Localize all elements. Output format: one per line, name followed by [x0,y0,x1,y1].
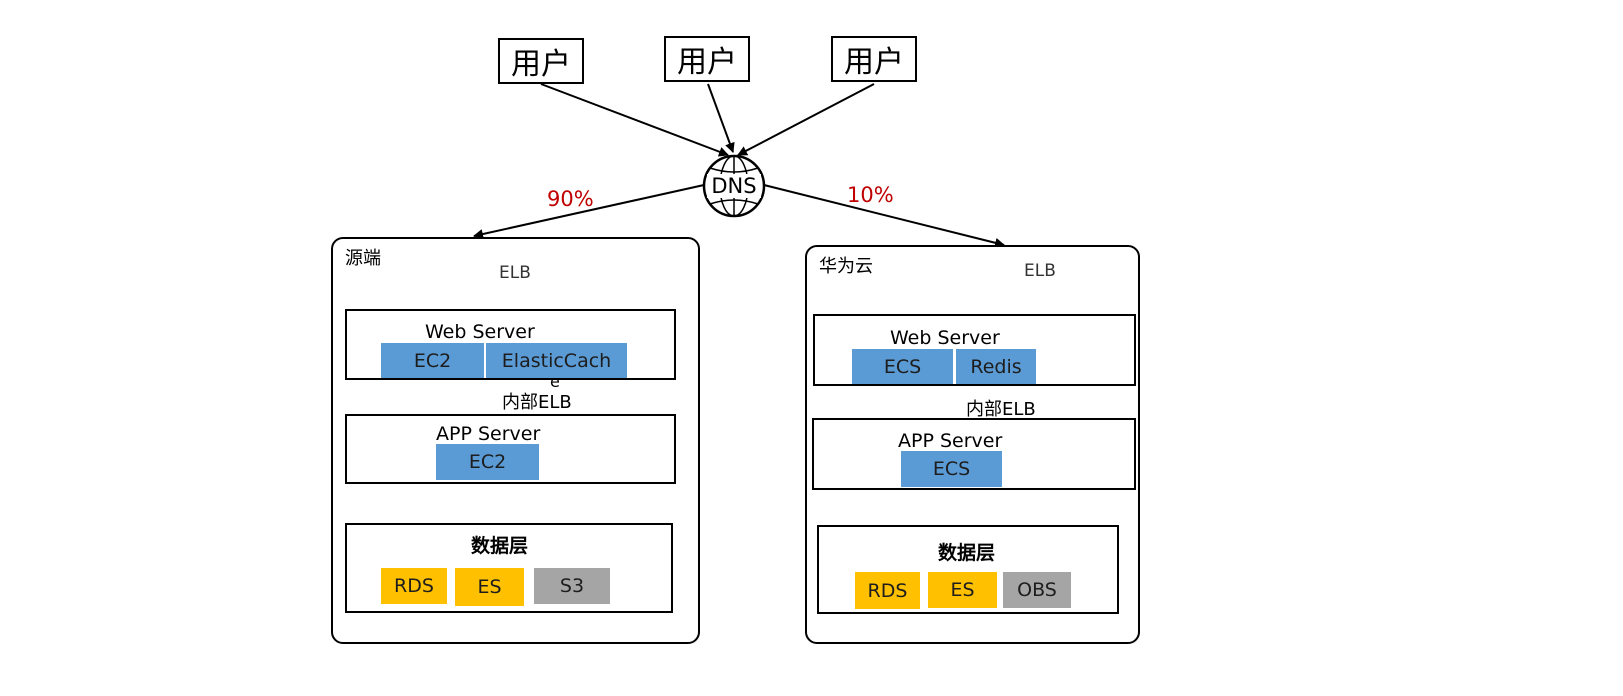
dns-label: DNS [711,174,757,198]
source-internal-elb-label: 内部ELB [502,392,572,413]
huawei-app-title: APP Server [898,430,1003,452]
source-data-es: ES [455,568,524,606]
source-data-rds: RDS [381,568,447,604]
user-node-2: 用户 [664,36,750,82]
huawei-web-redis: Redis [956,349,1036,384]
source-app-ec2: EC2 [436,444,539,480]
source-web-elasticcache-wrap: e [550,372,560,391]
source-app-title: APP Server [436,423,541,445]
huawei-data-title: 数据层 [938,542,996,564]
edge-dns-huawei [763,184,1005,248]
huawei-internal-elb-label: 内部ELB [966,399,1036,420]
edge-user3-dns [737,83,875,156]
huawei-data-es: ES [928,572,997,608]
source-web-ec2: EC2 [381,343,484,378]
huawei-data-rds: RDS [855,572,920,609]
huawei-elb-label: ELB [1024,261,1056,281]
edge-user2-dns [707,83,735,153]
huawei-web-title: Web Server [890,327,1000,349]
traffic-split-right: 10% [847,183,894,207]
source-region-label: 源端 [345,248,381,269]
source-data-s3: S3 [534,568,610,604]
source-data-title: 数据层 [471,535,529,557]
user-node-3: 用户 [831,36,917,82]
edge-dns-source [473,184,705,239]
source-web-title: Web Server [425,321,535,343]
huawei-app-ecs: ECS [901,451,1002,487]
source-web-elasticcache: ElasticCach [486,343,627,378]
dns-globe-icon [702,154,766,218]
edge-user1-dns [540,83,729,157]
huawei-data-obs: OBS [1003,572,1071,608]
huawei-region-label: 华为云 [819,256,873,277]
traffic-split-left: 90% [547,187,594,211]
user-node-1: 用户 [498,38,584,84]
huawei-web-ecs: ECS [852,349,953,384]
source-elb-label: ELB [499,263,531,283]
